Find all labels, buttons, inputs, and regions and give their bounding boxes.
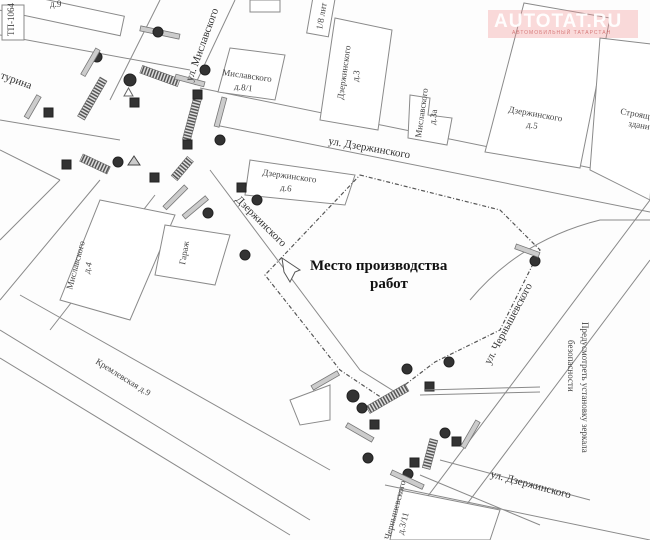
work-area-title-line1: Место производства — [310, 258, 448, 274]
work-area-boundary — [264, 174, 541, 401]
label-mysl3a-b: д.3а — [427, 109, 439, 126]
work-area-title-line2: работ — [370, 276, 408, 292]
warning-sign-icon — [127, 155, 141, 166]
building-tp — [1, 4, 25, 41]
label-mysl81-b: д.8/1 — [234, 81, 254, 93]
crosswalk-sign-icon — [192, 89, 203, 100]
no-stopping-sign-icon — [251, 194, 263, 206]
watermark-logo: AUTOTAT.RU АВТОМОБИЛЬНЫЙ ТАТАРСТАН — [488, 10, 638, 38]
label-garage: Гараж — [177, 240, 191, 266]
no-entry-sign-icon — [401, 363, 413, 375]
crosswalk-sign-icon — [149, 172, 160, 183]
road-signs — [23, 25, 541, 490]
no-stopping-sign-icon — [199, 64, 211, 76]
crosswalk-sign-icon — [451, 436, 462, 447]
label-lit: 1/8 лит — [314, 2, 329, 30]
building-mysl81 — [217, 47, 286, 101]
note-line1: Предусмотреть установку зеркала — [580, 322, 590, 453]
no-entry-sign-icon — [362, 452, 374, 464]
crosswalk-sign-icon — [236, 182, 247, 193]
warning-sign-icon — [123, 86, 134, 97]
label-dz5-b: д.5 — [526, 119, 539, 131]
crosswalk-sign-icon — [43, 107, 54, 118]
crosswalk-sign-icon — [182, 139, 193, 150]
building-top — [249, 0, 281, 13]
label-dz3-b: д.3 — [350, 69, 362, 82]
label-dz6-b: д.6 — [280, 182, 293, 194]
building-dz3 — [319, 17, 393, 131]
building-lit — [306, 0, 336, 38]
label-construction-b: здани — [628, 118, 650, 132]
watermark-tagline: АВТОМОБИЛЬНЫЙ ТАТАРСТАН — [512, 30, 612, 36]
crosswalks — [77, 65, 439, 470]
note-line2: безопасности — [566, 340, 576, 392]
building-d9 — [0, 0, 125, 37]
building-construction — [589, 37, 650, 201]
street-label-chernyshevsky: ул. Чернышевского — [482, 281, 535, 367]
building-chern311 — [389, 489, 501, 540]
no-stopping-sign-icon — [202, 207, 214, 219]
crosswalk-sign-icon — [424, 381, 435, 392]
crosswalk-sign-icon — [61, 159, 72, 170]
building-dz6 — [244, 159, 356, 206]
crosswalk-sign-icon — [129, 97, 140, 108]
building-mysl4 — [59, 199, 176, 321]
street-label-dzerzhinsky-bottom: ул. Дзержинского — [489, 468, 573, 501]
note-leader-lines — [419, 386, 541, 396]
no-entry-sign-icon — [356, 402, 368, 414]
watermark-brand: AUTOTAT.RU — [494, 11, 623, 32]
building-dz5 — [484, 2, 611, 169]
no-stopping-sign-icon — [152, 26, 164, 38]
label-d9: д.9 — [50, 0, 62, 9]
building-small — [289, 384, 331, 426]
building-mysl3a — [407, 94, 453, 146]
direction-sign-icon — [439, 427, 451, 439]
turn-sign-icon — [123, 73, 137, 87]
crosswalk-sign-icon — [369, 419, 380, 430]
turn-sign-icon — [346, 389, 360, 403]
arrow-icon — [281, 256, 302, 284]
label-tp: ТП-1064 — [6, 3, 16, 36]
street-label-dzerzhinsky-top: ул. Дзержинского — [327, 135, 411, 161]
crosswalk-sign-icon — [409, 457, 420, 468]
street-label-baturina: турина — [0, 70, 34, 92]
no-entry-sign-icon — [112, 156, 124, 168]
building-garage — [154, 224, 231, 286]
no-stopping-sign-icon — [443, 356, 455, 368]
label-kreml9: Кремлевская д.9 — [94, 356, 153, 398]
no-entry-sign-icon — [239, 249, 251, 261]
label-mysl4-b: д.4 — [81, 261, 94, 275]
no-stopping-sign-icon — [214, 134, 226, 146]
